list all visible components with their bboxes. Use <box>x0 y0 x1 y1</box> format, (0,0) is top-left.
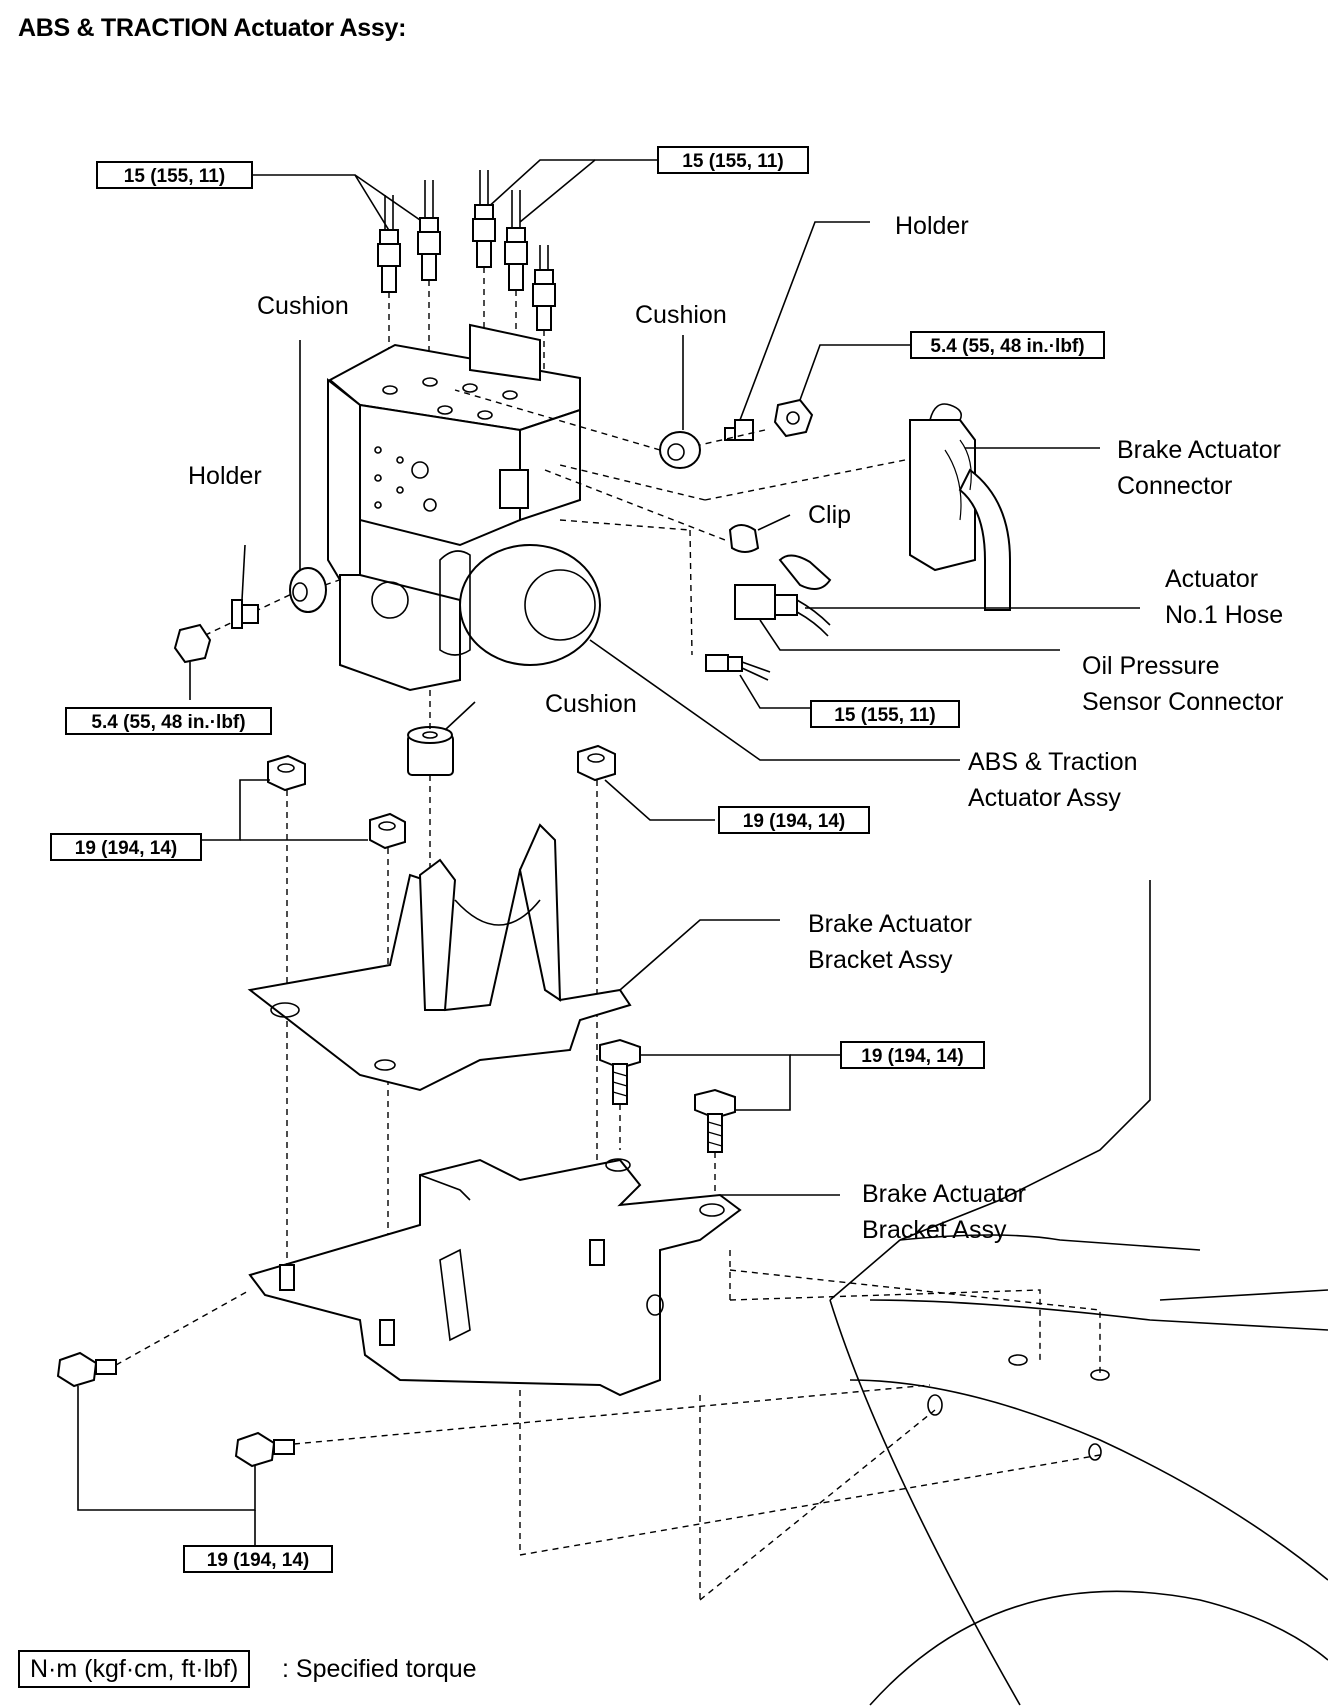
label-bracket-upper-1: Brake Actuator <box>808 910 972 938</box>
label-bracket-upper-2: Bracket Assy <box>808 946 953 974</box>
torque-box-holder-left: 5.4 (55, 48 in.·lbf) <box>65 707 272 735</box>
abs-actuator-body <box>327 323 601 692</box>
label-bracket-lower-2: Bracket Assy <box>862 1216 1007 1244</box>
torque-box-lower-bolts: 19 (194, 14) <box>183 1545 333 1573</box>
label-cushion-top-left: Cushion <box>257 292 349 320</box>
vehicle-body-outline <box>519 880 1328 1706</box>
label-clip: Clip <box>808 501 852 529</box>
torque-units-legend-text: : Specified torque <box>282 1655 477 1683</box>
label-abs-actuator-2: Actuator Assy <box>968 784 1121 812</box>
page-title: ABS & TRACTION Actuator Assy: <box>18 14 407 42</box>
bracket-nuts <box>202 744 715 1320</box>
torque-box-bracket-bolts: 19 (194, 14) <box>840 1041 985 1069</box>
torque-box-holder-right: 5.4 (55, 48 in.·lbf) <box>910 331 1105 359</box>
label-abs-actuator-1: ABS & Traction <box>968 748 1138 776</box>
right-holder-cushion-parts <box>454 221 910 469</box>
label-cushion-top-right: Cushion <box>635 301 727 329</box>
torque-box-oil-pressure-tube: 15 (155, 11) <box>810 700 960 728</box>
middle-bolts <box>599 1038 840 1200</box>
label-oil-pressure-sensor-2: Sensor Connector <box>1082 688 1284 716</box>
torque-box-nuts-left: 19 (194, 14) <box>50 833 202 861</box>
torque-box-nut-right: 19 (194, 14) <box>718 806 870 834</box>
bottom-bolts <box>56 1289 931 1545</box>
label-brake-actuator-connector-2: Connector <box>1117 472 1233 500</box>
label-holder-top: Holder <box>895 212 969 240</box>
bottom-cushion-part <box>407 639 960 890</box>
left-holder-cushion-parts <box>173 340 346 700</box>
brake-tube-leaders <box>253 159 657 233</box>
label-brake-actuator-connector-1: Brake Actuator <box>1117 436 1281 464</box>
label-actuator-hose-2: No.1 Hose <box>1165 601 1284 629</box>
clip-hose-sensor-parts <box>544 469 1140 709</box>
torque-units-legend-box: N·m (kgf·cm, ft·lbf) <box>18 1650 251 1688</box>
label-holder-left: Holder <box>188 462 262 490</box>
brake-actuator-connector-part <box>559 403 1100 611</box>
upper-bracket-part <box>247 823 780 1092</box>
label-bracket-lower-1: Brake Actuator <box>862 1180 1026 1208</box>
label-actuator-hose-1: Actuator <box>1165 565 1259 593</box>
torque-box-brake-tube-left: 15 (155, 11) <box>96 161 253 189</box>
label-oil-pressure-sensor-1: Oil Pressure <box>1082 652 1220 680</box>
brake-tube-fittings <box>377 170 556 331</box>
lower-bracket-part <box>248 1158 840 1397</box>
torque-box-brake-tube-right: 15 (155, 11) <box>657 146 809 174</box>
label-cushion-bottom: Cushion <box>545 690 637 718</box>
